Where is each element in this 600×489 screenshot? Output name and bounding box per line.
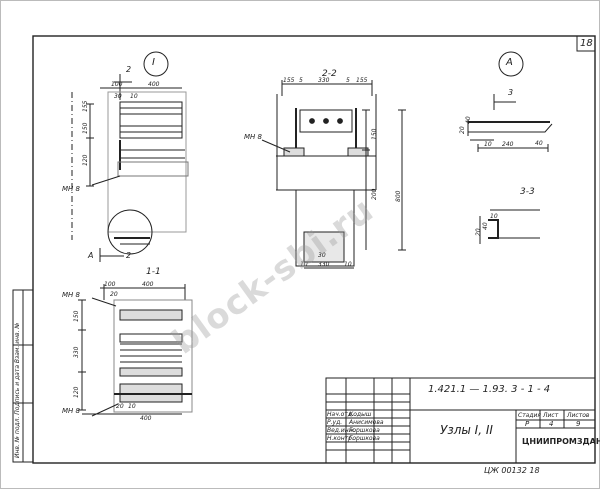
dim: 40 — [535, 140, 543, 147]
sheet-value: 4 — [549, 420, 554, 428]
dim: 10 — [490, 213, 498, 220]
dim: 155 — [82, 100, 89, 112]
dim: 120 — [82, 154, 89, 166]
signature-name: Кодыш — [349, 411, 372, 418]
dim: 30 — [114, 93, 122, 100]
sheet-footer-code: ЦЖ 00132 18 — [484, 466, 540, 475]
signature-role: Вед.инж. — [327, 427, 356, 434]
signature-role: Н.контр. — [327, 435, 354, 442]
col-sheet: Лист — [543, 412, 559, 419]
cut-2-top: 2 — [126, 65, 132, 74]
dim: 40 — [465, 116, 472, 124]
organization-name: ЦНИИПРОМЗДАНИЙ — [522, 437, 600, 446]
callout-mn8-node1: МН 8 — [62, 185, 80, 193]
document-code: 1.421.1 — 1.93. 3 - 1 - 4 — [428, 384, 551, 395]
dim: 10 — [128, 403, 136, 410]
col-sheets: Листов — [567, 412, 590, 419]
dim: 20 — [110, 291, 118, 298]
dim: 330 — [318, 77, 330, 84]
dim: 400 — [140, 415, 152, 422]
dim: 100 — [111, 81, 123, 88]
dim: 330 — [73, 346, 80, 358]
dim: 400 — [142, 281, 154, 288]
signature-name: Горшкова — [349, 427, 380, 434]
dim: 20 — [116, 403, 124, 410]
stage-value: Р — [525, 420, 530, 428]
dim: 5 — [346, 77, 350, 84]
dim: 40 — [482, 222, 489, 230]
node-1-view — [71, 51, 189, 262]
dim: 100 — [104, 281, 116, 288]
signature-name: Горшкова — [349, 435, 380, 442]
title-block-lines — [325, 377, 596, 464]
dim: 155 — [283, 77, 295, 84]
signature-role: Нач.отд. — [327, 411, 354, 418]
dim: 200 — [371, 188, 378, 200]
dim: 20 — [459, 126, 466, 134]
dim: 10 — [300, 261, 308, 268]
dim: 10 — [130, 93, 138, 100]
dim: 30 — [318, 252, 326, 259]
node-1-mark: I — [152, 57, 155, 68]
dim: 10 — [484, 141, 492, 148]
col-stage: Стадия — [518, 412, 542, 419]
dim: 800 — [395, 190, 402, 202]
dim: 10 — [344, 261, 352, 268]
signature-role: Р.уд. — [327, 419, 343, 426]
signature-name: Анисимова — [349, 419, 384, 426]
section-1-1-title: 1-1 — [146, 267, 161, 277]
detail-a-ref: А — [88, 251, 94, 260]
section-1-1-view — [78, 284, 193, 417]
section-2-2-view — [261, 80, 406, 269]
callout-mn8-2-2: МН 8 — [244, 133, 262, 141]
dim: 155 — [356, 77, 368, 84]
dim: 400 — [148, 81, 160, 88]
section-2-2-title: 2-2 — [322, 69, 337, 79]
callout-mn8-1-1-top: МН 8 — [62, 291, 80, 299]
binding-strip-label: Инв. № подл. Подпись и дата Взам. инв. № — [14, 322, 21, 458]
section-3-3-view — [479, 209, 540, 244]
dim: 120 — [73, 386, 80, 398]
cut-3: 3 — [508, 88, 514, 97]
dim: 5 — [299, 77, 303, 84]
page-number: 18 — [580, 38, 593, 49]
node-a-view — [467, 51, 553, 152]
dim: 330 — [318, 261, 330, 268]
dim: 150 — [82, 122, 89, 134]
document-title: Узлы I, II — [440, 423, 493, 437]
dim: 240 — [502, 141, 514, 148]
dim: 150 — [371, 128, 378, 140]
frame-border — [32, 35, 596, 464]
page-number-box — [576, 35, 596, 52]
dim: 150 — [73, 310, 80, 322]
cut-2-bottom: 2 — [126, 251, 132, 260]
section-3-3-title: 3-3 — [520, 187, 535, 197]
callout-mn8-1-1-bottom: МН 8 — [62, 407, 80, 415]
node-a-mark: А — [506, 57, 513, 68]
sheets-value: 9 — [576, 420, 581, 428]
